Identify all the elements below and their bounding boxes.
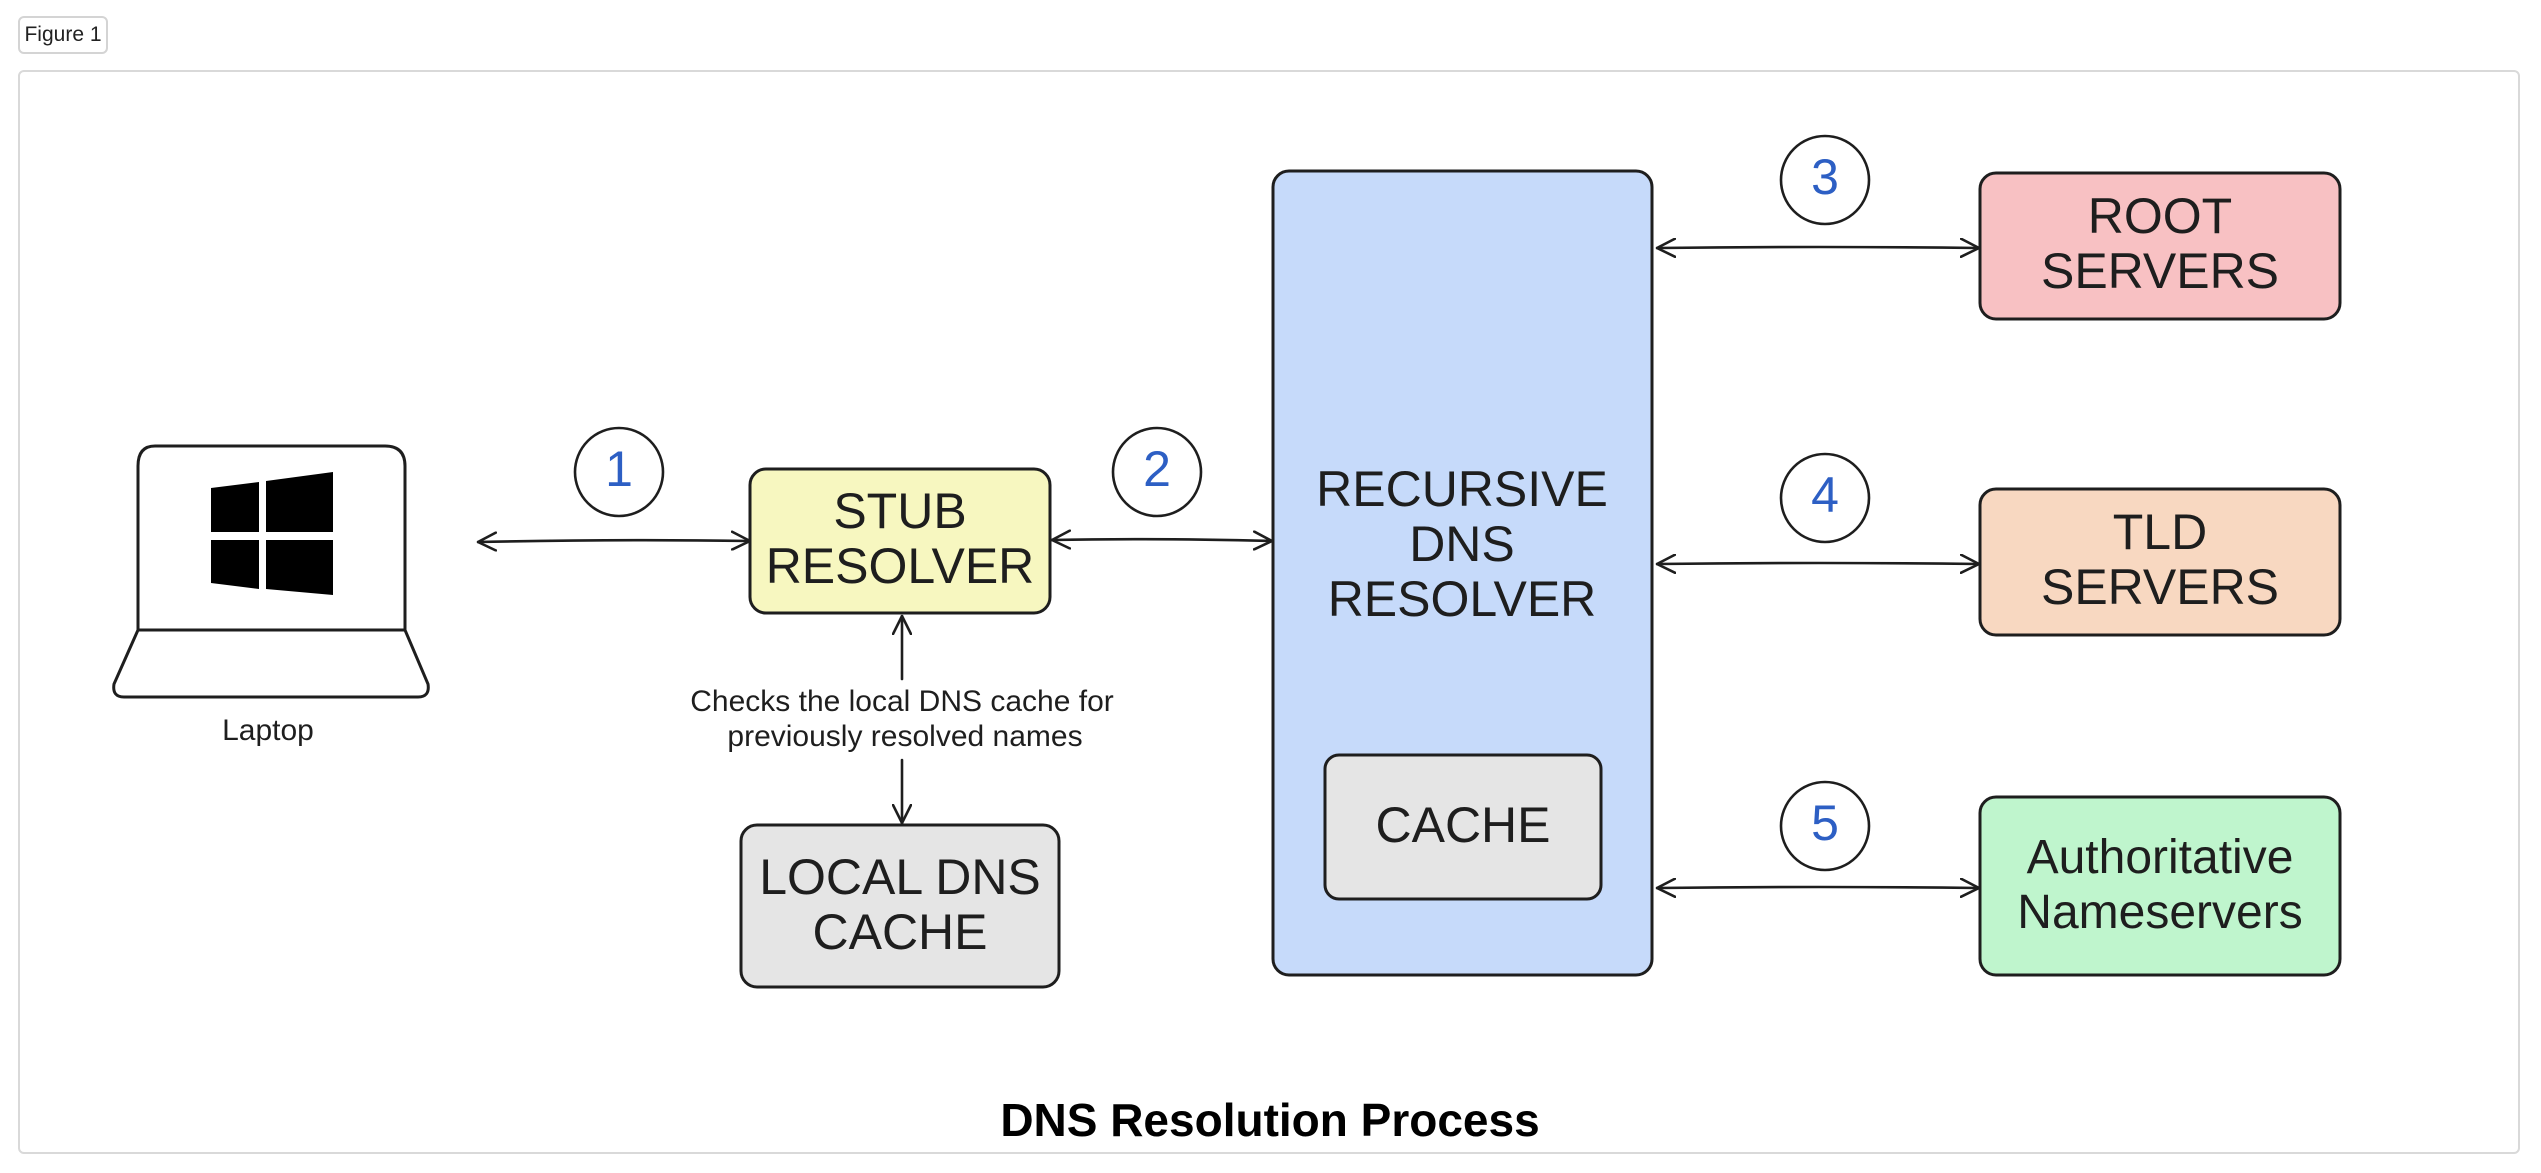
laptop-label: Laptop — [222, 714, 314, 747]
arrow-laptop-stub — [476, 540, 752, 542]
arrow-recursive-tld — [1655, 563, 1981, 564]
local-dns-cache-box: LOCAL DNS CACHE — [739, 823, 1061, 989]
tld-servers-line2: SERVERS — [2041, 559, 2279, 615]
recursive-resolver-line2: DNS — [1409, 516, 1515, 572]
arrow-stub-recursive — [1050, 539, 1274, 541]
step-number: 4 — [1811, 467, 1839, 523]
resolver-cache-box: CACHE — [1323, 753, 1603, 901]
arrow-recursive-authoritative — [1655, 887, 1981, 888]
step-badge-1: 1 — [573, 426, 665, 518]
local-dns-cache-line1: LOCAL DNS — [759, 849, 1041, 905]
laptop-icon — [112, 444, 430, 699]
diagram-frame — [18, 70, 2520, 1154]
recursive-resolver-line3: RESOLVER — [1328, 571, 1597, 627]
figure-tag: Figure 1 — [18, 16, 108, 54]
recursive-resolver-line1: RECURSIVE — [1316, 461, 1608, 517]
diagram-title: DNS Resolution Process — [1000, 1094, 1539, 1146]
step-badge-4: 4 — [1779, 452, 1871, 544]
cache-note-line1: Checks the local DNS cache for — [690, 685, 1114, 718]
step-number: 3 — [1811, 149, 1839, 205]
authoritative-nameservers-box: Authoritative Nameservers — [1978, 795, 2342, 977]
local-dns-cache-line2: CACHE — [812, 904, 987, 960]
step-number: 1 — [605, 441, 633, 497]
authoritative-line2: Nameservers — [2017, 886, 2302, 939]
stub-resolver-line2: RESOLVER — [766, 538, 1035, 594]
step-badge-2: 2 — [1111, 426, 1203, 518]
step-badge-3: 3 — [1779, 134, 1871, 226]
resolver-cache-label: CACHE — [1375, 797, 1550, 853]
stub-resolver-box: STUB RESOLVER — [748, 467, 1052, 615]
root-servers-box: ROOT SERVERS — [1978, 171, 2342, 321]
step-number: 5 — [1811, 795, 1839, 851]
root-servers-line1: ROOT — [2088, 188, 2232, 244]
tld-servers-line1: TLD — [2113, 504, 2207, 560]
root-servers-line2: SERVERS — [2041, 243, 2279, 299]
step-badge-5: 5 — [1779, 780, 1871, 872]
windows-logo-icon — [211, 472, 333, 595]
tld-servers-box: TLD SERVERS — [1978, 487, 2342, 637]
stub-resolver-line1: STUB — [833, 483, 966, 539]
cache-note-line2: previously resolved names — [727, 720, 1082, 753]
arrow-recursive-root — [1655, 247, 1981, 248]
step-number: 2 — [1143, 441, 1171, 497]
authoritative-line1: Authoritative — [2027, 831, 2294, 884]
